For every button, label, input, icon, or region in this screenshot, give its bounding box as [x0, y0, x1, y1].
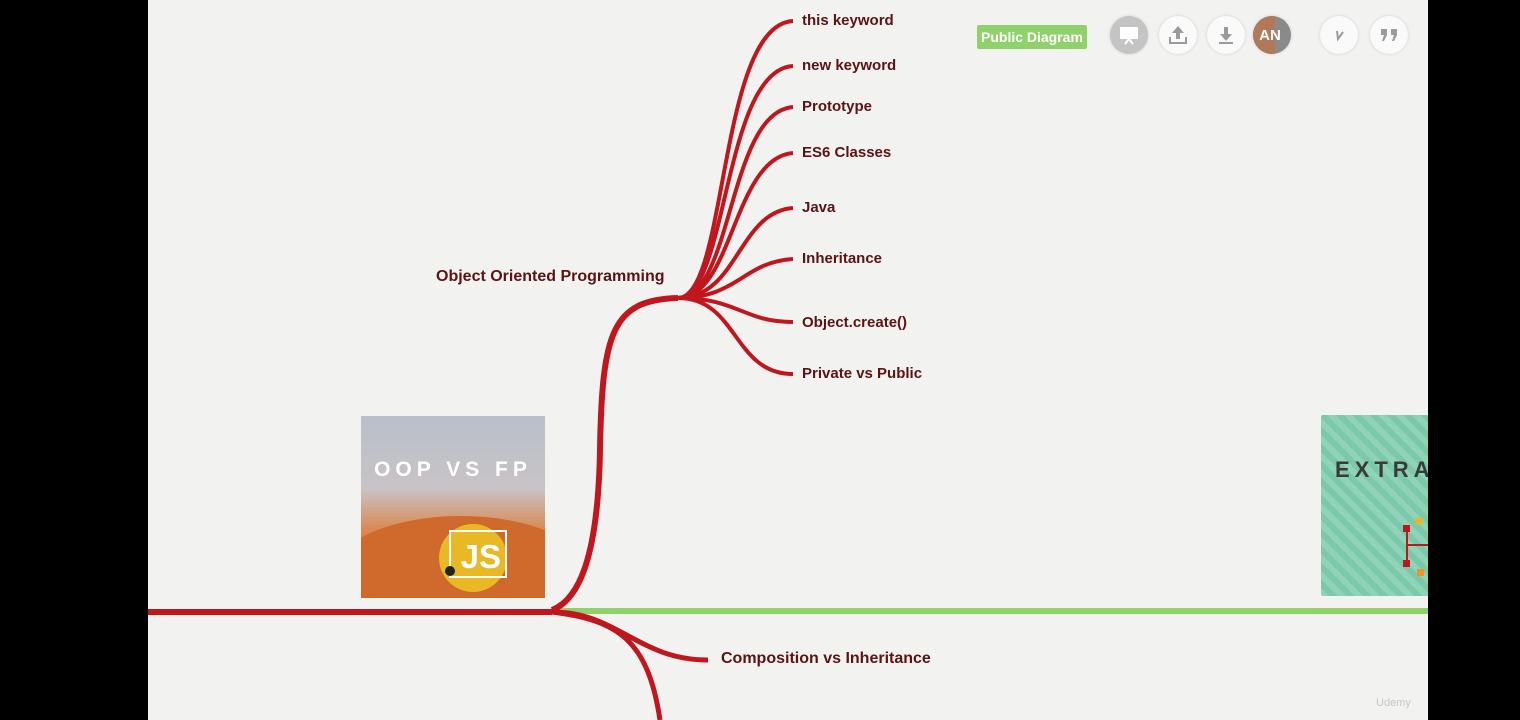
share-button[interactable] — [1159, 16, 1197, 54]
child-link-private-public — [677, 296, 794, 376]
oop-vs-fp-thumbnail[interactable]: OOP VS FP JS — [361, 416, 545, 598]
quote-icon — [1381, 29, 1397, 41]
node-es6-classes[interactable]: ES6 Classes — [802, 144, 892, 161]
udemy-watermark: Udemy — [1376, 697, 1411, 709]
avatar-initials: AN — [1259, 26, 1281, 44]
extra-title: EXTRA — [1335, 457, 1428, 482]
extra-graph-decoration — [1403, 517, 1428, 576]
node-composition-vs-inheritance[interactable]: Composition vs Inheritance — [721, 650, 931, 667]
node-oop[interactable]: Object Oriented Programming — [436, 268, 665, 285]
lower-branch — [551, 609, 663, 720]
node-prototype[interactable]: Prototype — [802, 98, 873, 115]
comments-button[interactable] — [1370, 16, 1408, 54]
download-button[interactable] — [1207, 16, 1245, 54]
child-link-new-keyword — [677, 64, 794, 300]
node-this-keyword[interactable]: this keyword — [802, 12, 894, 29]
node-new-keyword[interactable]: new keyword — [802, 57, 897, 74]
child-link-es6-classes — [677, 151, 794, 300]
cursor-dot — [445, 566, 455, 576]
mindmap-canvas[interactable]: Object Oriented Programming this keyword… — [148, 0, 1428, 720]
oop-branch — [550, 295, 679, 613]
download-icon — [1219, 27, 1233, 44]
node-inheritance[interactable]: Inheritance — [802, 250, 883, 267]
presentation-icon — [1120, 27, 1138, 45]
extra-thumbnail[interactable]: EXTRA — [1321, 415, 1428, 596]
upload-icon — [1169, 26, 1187, 44]
present-button[interactable] — [1110, 16, 1148, 54]
avatar-photo — [1253, 16, 1275, 54]
node-java[interactable]: Java — [802, 199, 836, 216]
oop-vs-fp-title: OOP VS FP — [374, 458, 532, 481]
node-private-vs-public[interactable]: Private vs Public — [802, 365, 923, 382]
public-diagram-badge[interactable]: Public Diagram — [977, 25, 1087, 49]
clock-hand-icon — [1336, 30, 1344, 42]
node-object-create[interactable]: Object.create() — [802, 314, 908, 331]
child-link-prototype — [677, 105, 794, 300]
child-link-java — [677, 206, 794, 300]
composition-branch — [551, 609, 709, 663]
user-avatar[interactable]: AN — [1253, 16, 1291, 54]
child-link-inheritance — [677, 257, 794, 300]
branch-links — [148, 19, 1428, 720]
history-button[interactable] — [1320, 16, 1358, 54]
js-logo: JS — [449, 530, 507, 578]
